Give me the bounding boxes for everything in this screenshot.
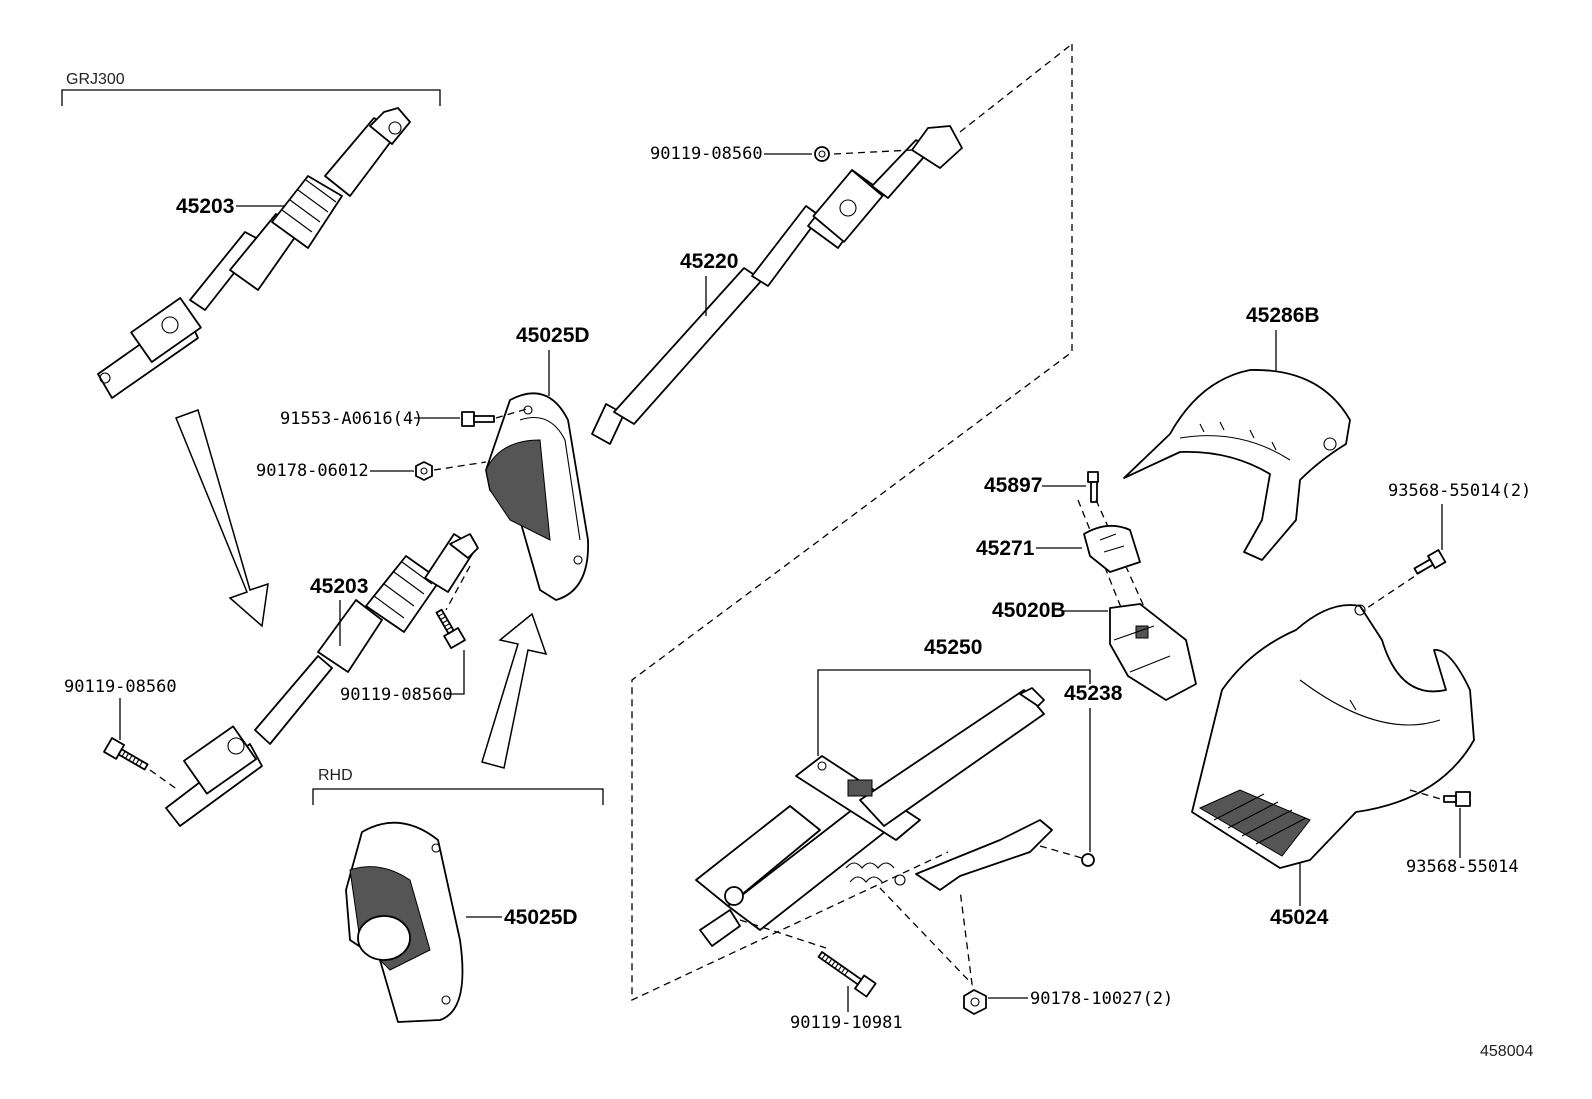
- bolt-91553-a0616: 91553-A0616(4): [280, 409, 423, 429]
- part-45024: 45024: [1270, 906, 1329, 929]
- steering-column-assembly: [695, 687, 1053, 947]
- part-45203-top: 45203: [176, 195, 234, 218]
- label-45897: 45897: [984, 474, 1086, 497]
- part-45250: 45250: [924, 636, 982, 659]
- bolt-icon: [1087, 471, 1099, 503]
- intermediate-shaft-top: [97, 107, 411, 399]
- nut-icon: [963, 989, 987, 1015]
- label-90178-06012: 90178-06012: [256, 461, 414, 481]
- bolt-90119-08560-mid: 90119-08560: [340, 685, 453, 705]
- label-90119-08560-top: 90119-08560: [650, 144, 812, 164]
- key-lock-housing: [1109, 603, 1197, 701]
- label-91553: 91553-A0616(4): [280, 409, 460, 429]
- label-45024: 45024: [1270, 862, 1329, 929]
- label-93568-2: 93568-55014(2): [1388, 481, 1531, 550]
- label-90119-10981: 90119-10981: [790, 986, 903, 1033]
- part-45220: 45220: [680, 250, 738, 273]
- label-90119-08560-mid: 90119-08560: [340, 650, 465, 705]
- nut-90178-10027: 90178-10027(2): [1030, 989, 1173, 1009]
- label-45271: 45271: [976, 537, 1082, 560]
- bolt-icon: [817, 951, 877, 998]
- column-hole-cover-rhd: [345, 821, 464, 1023]
- rhd-label: RHD: [318, 767, 353, 784]
- label-45250: 45250: [817, 636, 1091, 756]
- column-cover-lower: [1191, 604, 1475, 869]
- part-45025D-top: 45025D: [516, 324, 590, 347]
- label-45203-top: 45203: [176, 195, 284, 218]
- label-45025D-rhd: 45025D: [466, 906, 578, 929]
- grj300-group: GRJ300: [61, 71, 441, 106]
- bolt-90119-10981: 90119-10981: [790, 1013, 903, 1033]
- bolt-93568-55014-2: 93568-55014(2): [1388, 481, 1531, 501]
- part-45203-mid: 45203: [310, 575, 368, 598]
- assembly-boundary: [631, 44, 1073, 1002]
- label-93568: 93568-55014: [1406, 808, 1519, 877]
- bolt-icon: [435, 608, 466, 650]
- diagram-id: 458004: [1480, 1043, 1533, 1060]
- part-45238: 45238: [1064, 682, 1123, 705]
- arrow-icon: [175, 409, 269, 628]
- key-cylinder-cover: [1083, 524, 1141, 573]
- bolt-icon: [103, 737, 149, 771]
- label-90119-08560-left: 90119-08560: [64, 677, 177, 740]
- label-90178-10027: 90178-10027(2): [988, 989, 1173, 1009]
- label-45238: 45238: [1064, 682, 1123, 852]
- bolt-icon: [814, 146, 830, 162]
- grj300-label: GRJ300: [66, 71, 125, 88]
- arrow-icon: [481, 612, 548, 769]
- bolt-93568-55014: 93568-55014: [1406, 857, 1519, 877]
- intermediate-shaft-middle: [165, 533, 479, 827]
- nut-90178-06012: 90178-06012: [256, 461, 369, 481]
- column-hole-cover-top: [485, 392, 589, 601]
- bolt-icon: [1081, 853, 1095, 867]
- label-45203-mid: 45203: [310, 575, 368, 646]
- steering-shaft-main: [591, 125, 963, 445]
- label-45286B: 45286B: [1246, 304, 1320, 372]
- bolt-icon: [1413, 549, 1447, 575]
- part-45286B: 45286B: [1246, 304, 1320, 327]
- label-45025D-top: 45025D: [516, 324, 590, 396]
- part-45025D-rhd: 45025D: [504, 906, 578, 929]
- bolt-90119-08560-left: 90119-08560: [64, 677, 177, 697]
- column-cover-upper: [1123, 369, 1351, 561]
- label-45020B: 45020B: [992, 599, 1108, 622]
- nut-icon: [415, 461, 433, 481]
- part-45271: 45271: [976, 537, 1035, 560]
- bolt-90119-08560-top: 90119-08560: [650, 144, 763, 164]
- rhd-group: RHD: [312, 767, 604, 805]
- bolt-icon: [461, 411, 495, 427]
- bolt-icon: [1443, 791, 1471, 807]
- part-45020B: 45020B: [992, 599, 1066, 622]
- part-45897: 45897: [984, 474, 1042, 497]
- label-45220: 45220: [680, 250, 738, 316]
